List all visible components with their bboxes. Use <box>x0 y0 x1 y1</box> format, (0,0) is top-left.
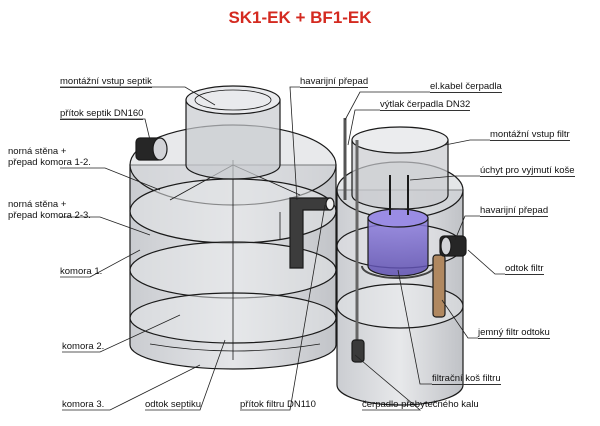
label-norna-stena-2-3-line2: přepad komora 2-3. <box>8 210 91 221</box>
label-komora-3: komora 3. <box>62 399 105 410</box>
label-havarijni-prepad-top: havarijní přepad <box>300 76 369 88</box>
label-komora-1: komora 1. <box>60 266 103 277</box>
label-komora-2: komora 2. <box>62 341 105 352</box>
label-pritok-filtru: přítok filtru DN110 <box>240 399 316 410</box>
septic-tank <box>129 85 337 370</box>
label-cerpadlo-kalu: čerpadlo přebytečného kalu <box>362 399 479 410</box>
label-montazni-vstup-septik: montážní vstup septik <box>60 76 152 88</box>
label-norna-stena-1-2-line2: přepad komora 1-2. <box>8 157 91 168</box>
label-norna-stena-2-3-line1: norná stěna + <box>8 199 67 210</box>
label-odtok-septiku: odtok septiku <box>145 399 201 410</box>
label-vytlak-cerpadla: výtlak čerpadla DN32 <box>380 99 471 111</box>
diagram-title: SK1-EK + BF1-EK <box>228 8 372 27</box>
label-norna-stena-1-2-line1: norná stěna + <box>8 146 67 157</box>
label-filtracni-kos: filtrační koš filtru <box>432 373 501 385</box>
label-odtok-filtr: odtok filtr <box>505 263 544 275</box>
filter-tank <box>336 118 467 406</box>
label-el-kabel: el.kabel čerpadla <box>430 81 502 93</box>
label-jemny-filtr: jemný filtr odtoku <box>478 327 550 339</box>
label-uchyt-kose: úchyt pro vyjmutí koše <box>480 165 575 177</box>
label-pritok-septik: přítok septik DN160 <box>60 108 144 120</box>
label-montazni-vstup-filtr: montážní vstup filtr <box>490 129 570 141</box>
label-havarijni-prepad-right: havarijní přepad <box>480 205 549 217</box>
